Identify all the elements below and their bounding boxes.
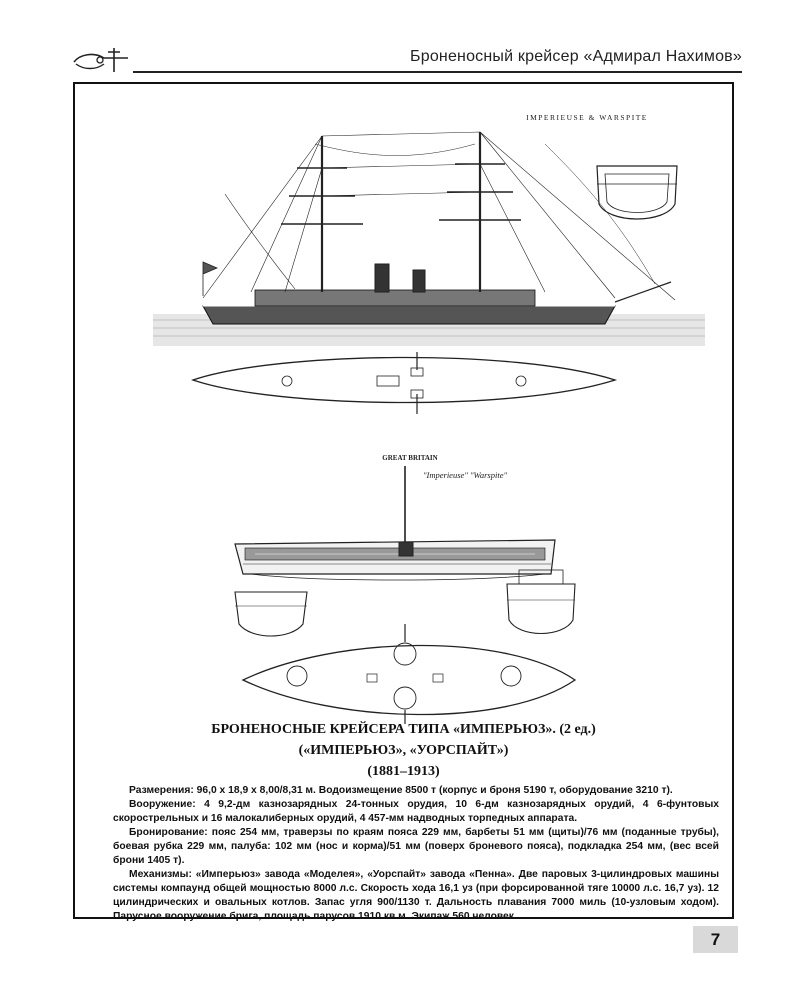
plan-country-label: GREAT BRITAIN	[382, 454, 437, 462]
page-number: 7	[693, 926, 738, 953]
caption-line-1: БРОНЕНОСНЫЕ КРЕЙСЕРА ТИПА «ИМПЕРЬЮЗ». (2…	[211, 722, 596, 737]
section-left-drawing	[234, 591, 308, 637]
deck-plan-upper	[190, 352, 618, 414]
deck-plan-lower	[241, 624, 577, 724]
armour-profile-drawing	[234, 466, 556, 581]
caption-line-3: (1881–1913)	[367, 764, 440, 779]
midship-section-drawing	[596, 165, 678, 220]
spec-dimensions: Размерения: 96,0 х 18,9 х 8,00/8,31 м. В…	[129, 785, 673, 796]
section-right-drawing	[506, 569, 576, 635]
anchor-logo-icon	[73, 48, 128, 72]
plan-ship-names: "Imperieuse" "Warspite"	[423, 470, 508, 480]
header-rule	[133, 71, 742, 73]
specs-block: Размерения: 96,0 х 18,9 х 8,00/8,31 м. В…	[113, 784, 719, 924]
plate-label: IMPERIEUSE & WARSPITE	[526, 113, 648, 122]
plate-frame: IMPERIEUSE & WARSPITE	[73, 82, 734, 922]
ship-drawings-figure: IMPERIEUSE & WARSPITE	[153, 113, 705, 724]
caption-line-2: («ИМПЕРЬЮЗ», «УОРСПАЙТ»)	[298, 743, 509, 758]
spec-armament: Вооружение: 4 9,2-дм казнозарядных 24-то…	[113, 799, 719, 824]
spec-armour: Бронирование: пояс 254 мм, траверзы по к…	[113, 827, 719, 866]
spec-machinery: Механизмы: «Имперьюз» завода «Моделея», …	[113, 869, 719, 922]
running-header-title: Броненосный крейсер «Адмирал Нахимов»	[410, 48, 742, 65]
ship-profile-drawing	[153, 131, 705, 346]
